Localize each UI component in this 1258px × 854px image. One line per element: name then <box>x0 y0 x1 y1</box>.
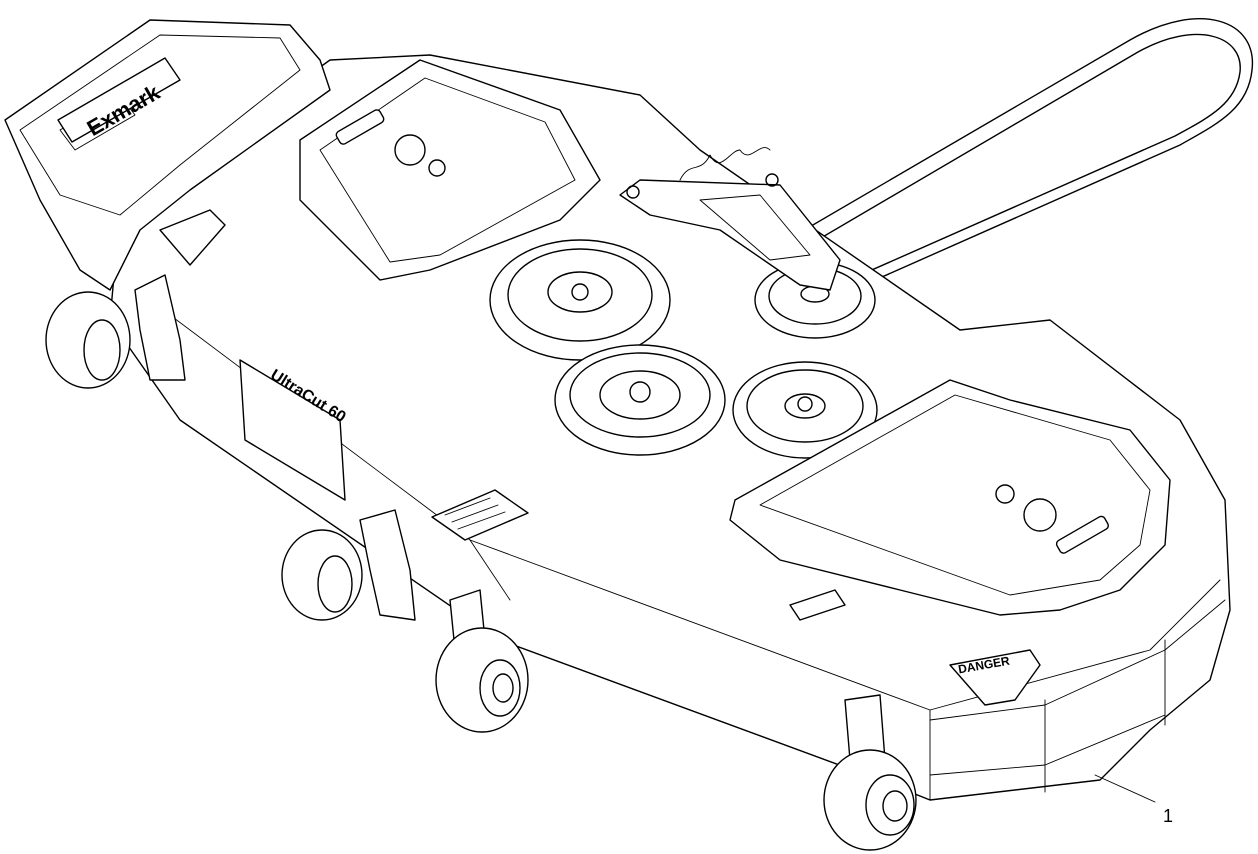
danger-decal-rear <box>159 209 226 266</box>
callout-1: 1 <box>1094 774 1173 826</box>
wheel-rear-left <box>45 291 131 389</box>
left-belt-cover <box>299 59 601 281</box>
wheel-front-left <box>435 627 529 733</box>
front-baffle <box>929 599 1226 776</box>
center-spindle-pulley <box>554 344 726 456</box>
right-spindle-pulley <box>732 361 878 459</box>
front-mount-brackets <box>134 274 886 761</box>
callout-number: 1 <box>1163 806 1173 826</box>
warning-decal-center <box>431 489 529 541</box>
callout-leader-line <box>1094 774 1156 803</box>
idler-spring <box>679 147 771 181</box>
warning-decal-small <box>789 589 846 621</box>
idler-pulley <box>754 261 876 339</box>
danger-decal: DANGER <box>949 649 1041 706</box>
wheel-front-right <box>823 749 917 851</box>
wheel-mid-left <box>281 529 363 621</box>
left-spindle-pulley <box>489 239 671 361</box>
drive-belt <box>769 18 1254 301</box>
right-belt-cover <box>729 379 1171 616</box>
idler-arm <box>619 173 841 291</box>
